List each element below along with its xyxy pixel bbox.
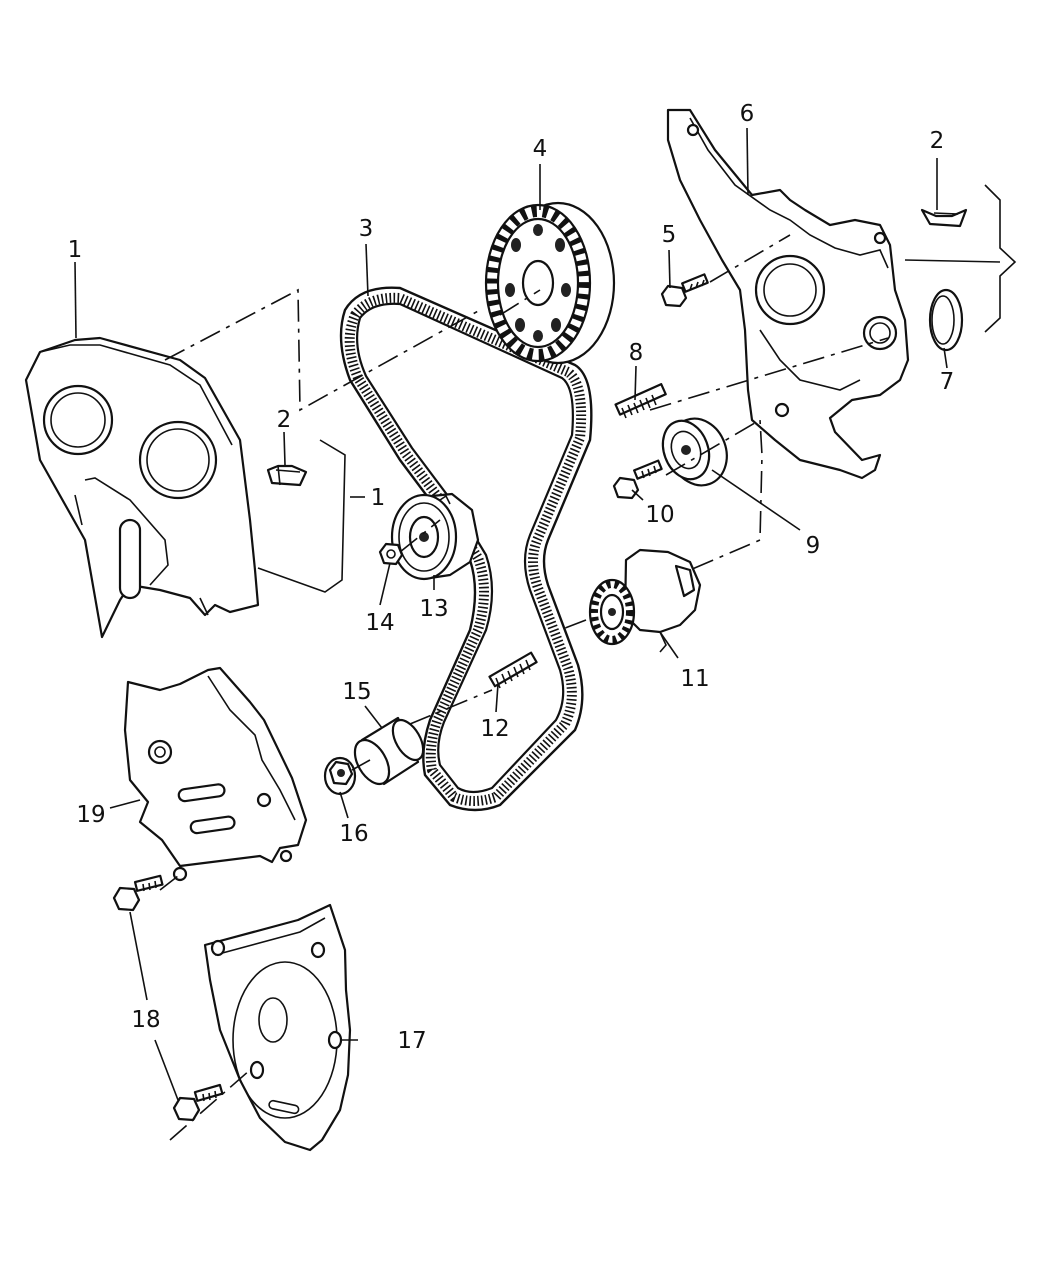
lower-cover-bolt-lower bbox=[172, 1083, 224, 1122]
callout-10: 10 bbox=[645, 502, 674, 528]
spacer-sleeve bbox=[353, 716, 425, 786]
callout-18: 18 bbox=[131, 1007, 160, 1033]
callout-2-left: 2 bbox=[277, 407, 292, 433]
mount-bracket bbox=[123, 666, 308, 882]
cover-clip-left bbox=[266, 464, 308, 487]
callout-labels: 1 1 2 2 3 4 5 6 7 8 9 10 11 12 13 14 15 … bbox=[68, 101, 955, 1054]
alignment-lines bbox=[159, 234, 889, 1141]
callout-6: 6 bbox=[740, 101, 755, 127]
water-pump bbox=[588, 548, 702, 653]
callout-8: 8 bbox=[629, 340, 644, 366]
callout-11: 11 bbox=[680, 666, 709, 692]
callout-1: 1 bbox=[68, 237, 83, 263]
lower-cover-plate bbox=[203, 903, 352, 1152]
callout-3: 3 bbox=[359, 216, 374, 242]
callout-14: 14 bbox=[365, 610, 394, 636]
leader-lines bbox=[74, 127, 948, 1101]
tensioner-nut bbox=[378, 542, 404, 566]
callout-1-group: 1 bbox=[371, 485, 386, 511]
pulley-stud bbox=[488, 651, 538, 689]
callout-16: 16 bbox=[339, 821, 368, 847]
callout-17: 17 bbox=[397, 1028, 426, 1054]
idler-pulley bbox=[661, 417, 728, 487]
seal-plug bbox=[928, 288, 964, 352]
callout-4: 4 bbox=[533, 136, 548, 162]
rear-timing-cover bbox=[666, 108, 910, 480]
tensioner-pulley bbox=[390, 492, 480, 581]
backplate-bolt bbox=[660, 273, 709, 308]
camshaft-sprocket bbox=[484, 201, 616, 365]
callout-2-right: 2 bbox=[930, 128, 945, 154]
callout-19: 19 bbox=[76, 802, 105, 828]
callout-9: 9 bbox=[806, 533, 821, 559]
group-brackets bbox=[257, 184, 1017, 593]
callout-12: 12 bbox=[480, 716, 509, 742]
upper-timing-cover bbox=[24, 336, 260, 639]
callout-13: 13 bbox=[419, 596, 448, 622]
flange-nut bbox=[323, 756, 357, 796]
cover-clip-right bbox=[920, 208, 968, 228]
callout-5: 5 bbox=[662, 222, 677, 248]
tensioner-stud bbox=[614, 383, 667, 419]
callout-7: 7 bbox=[940, 369, 955, 395]
lower-cover-bolt-upper bbox=[112, 874, 164, 912]
idler-bolt bbox=[612, 459, 663, 500]
callout-15: 15 bbox=[342, 679, 371, 705]
